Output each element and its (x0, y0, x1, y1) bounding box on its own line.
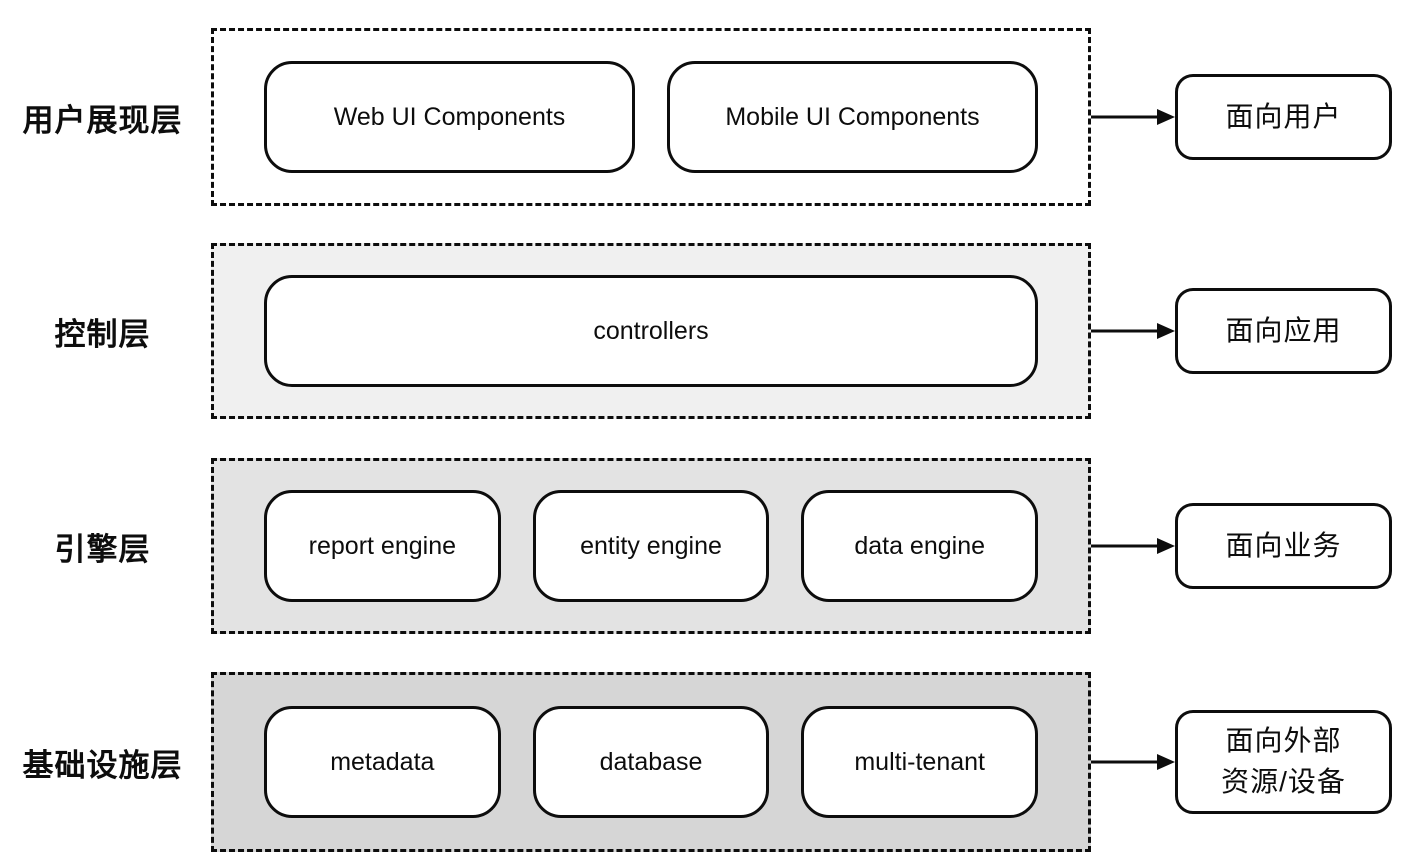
right-arrow-icon (1091, 323, 1175, 339)
component-box-mobile-ui: Mobile UI Components (667, 61, 1038, 173)
layer-container-control: controllers (211, 243, 1091, 419)
right-arrow-icon (1091, 109, 1175, 125)
target-box-external-resources: 面向外部 资源/设备 (1175, 710, 1392, 814)
layer-label-control: 控制层 (54, 316, 151, 352)
layer-row-presentation: 用户展现层 Web UI Components Mobile UI Compon… (0, 28, 1406, 206)
component-box-web-ui: Web UI Components (264, 61, 635, 173)
layer-label-presentation: 用户展现层 (22, 102, 183, 138)
component-box-database: database (532, 706, 770, 818)
layer-row-infrastructure: 基础设施层 metadata database multi-tenant 面向外… (0, 672, 1406, 852)
component-box-report-engine: report engine (264, 490, 501, 602)
target-box-business: 面向业务 (1175, 503, 1392, 589)
layer-container-infrastructure: metadata database multi-tenant (211, 672, 1091, 852)
layer-container-engine: report engine entity engine data engine (211, 458, 1091, 634)
component-box-entity-engine: entity engine (532, 490, 770, 602)
layer-row-control: 控制层 controllers 面向应用 (0, 243, 1406, 419)
layer-container-presentation: Web UI Components Mobile UI Components (211, 28, 1091, 206)
layer-label-engine: 引擎层 (54, 531, 151, 567)
right-arrow-icon (1091, 538, 1175, 554)
target-box-applications: 面向应用 (1175, 288, 1392, 374)
right-arrow-icon (1091, 754, 1175, 770)
component-box-controllers: controllers (264, 275, 1038, 387)
component-box-multi-tenant: multi-tenant (801, 706, 1039, 818)
component-box-data-engine: data engine (801, 490, 1039, 602)
layer-row-engine: 引擎层 report engine entity engine data eng… (0, 458, 1406, 634)
target-box-users: 面向用户 (1175, 74, 1392, 160)
layer-label-infrastructure: 基础设施层 (22, 747, 183, 783)
component-box-metadata: metadata (264, 706, 501, 818)
